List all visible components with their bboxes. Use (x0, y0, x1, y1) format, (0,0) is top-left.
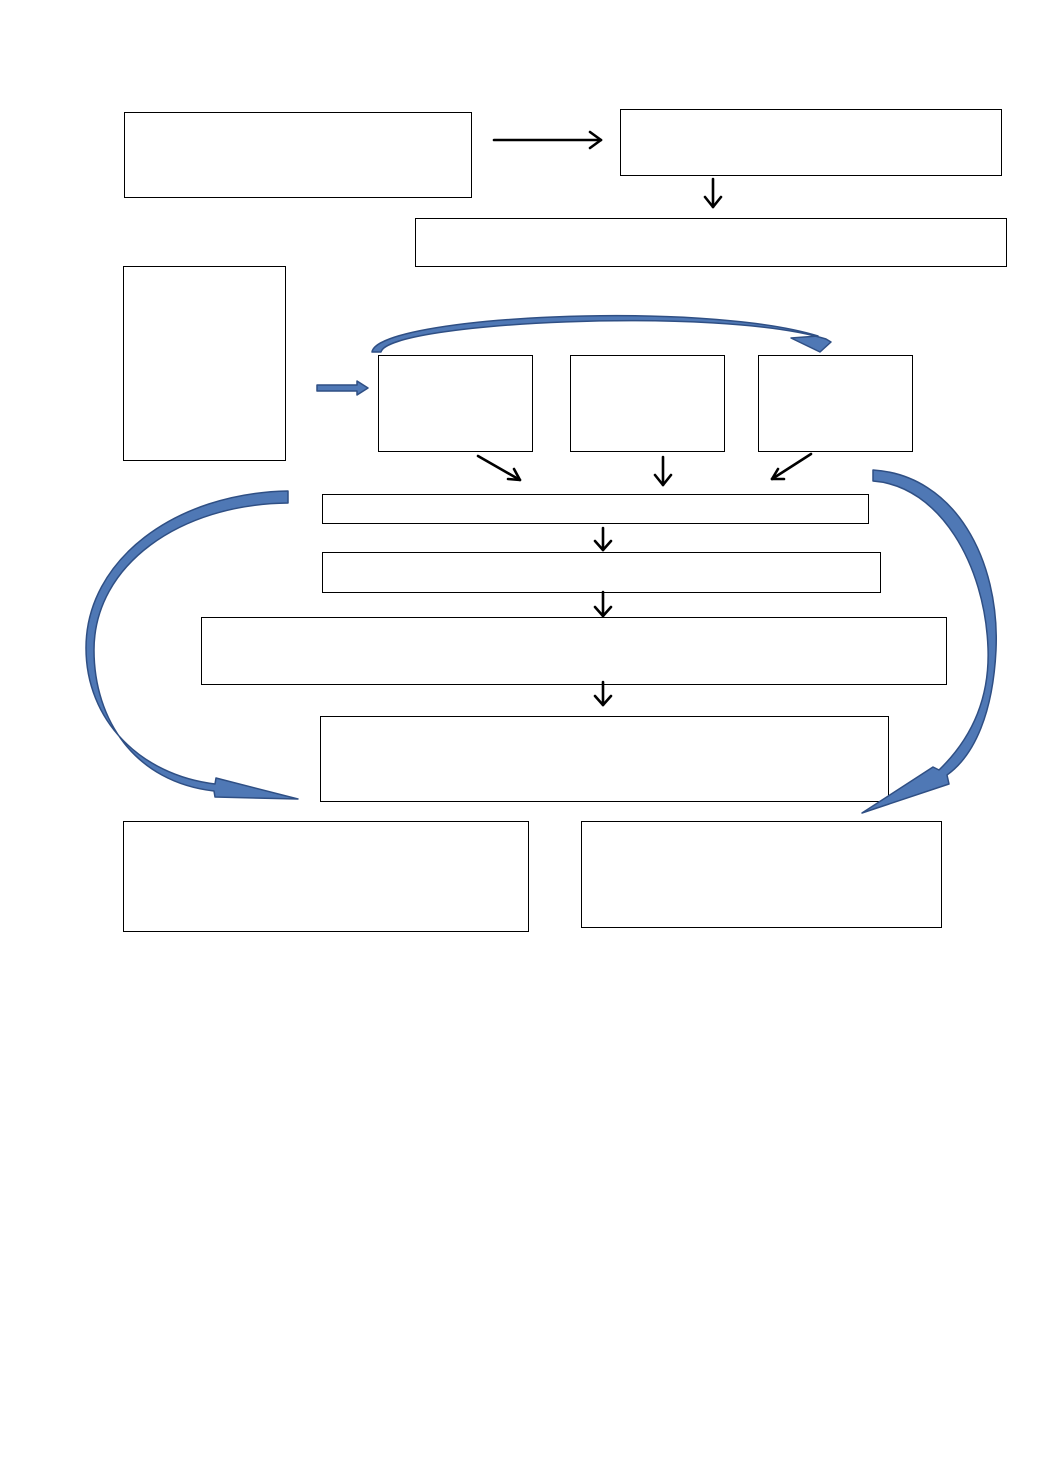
arrow-top-right-to-second-row (703, 177, 723, 209)
box-left-tall (123, 266, 286, 461)
box-top-left (124, 112, 472, 198)
box-bottom-left (123, 821, 529, 932)
box-thin-2 (322, 552, 881, 593)
box-lower-center (320, 716, 889, 802)
box-top-right (620, 109, 1002, 176)
arrow-wide-to-lower-center (593, 680, 613, 707)
arrow-thin-1-to-thin-2 (593, 526, 613, 552)
arrow-middle-2-to-thin-1 (653, 455, 673, 487)
box-second-row (415, 218, 1007, 267)
arrow-left-tall-to-middle-1 (316, 380, 369, 396)
arrow-thin-2-to-wide (593, 590, 613, 618)
box-middle-3 (758, 355, 913, 452)
arrow-middle-1-to-thin-1 (476, 454, 522, 482)
box-middle-2 (570, 355, 725, 452)
arrow-middle-3-to-thin-1 (770, 452, 813, 481)
box-bottom-right (581, 821, 942, 928)
box-middle-1 (378, 355, 533, 452)
arrow-top-left-to-top-right (492, 130, 603, 150)
box-wide (201, 617, 947, 685)
box-thin-1 (322, 494, 869, 524)
arrow-arch-middle-1-to-middle-3 (371, 314, 832, 353)
